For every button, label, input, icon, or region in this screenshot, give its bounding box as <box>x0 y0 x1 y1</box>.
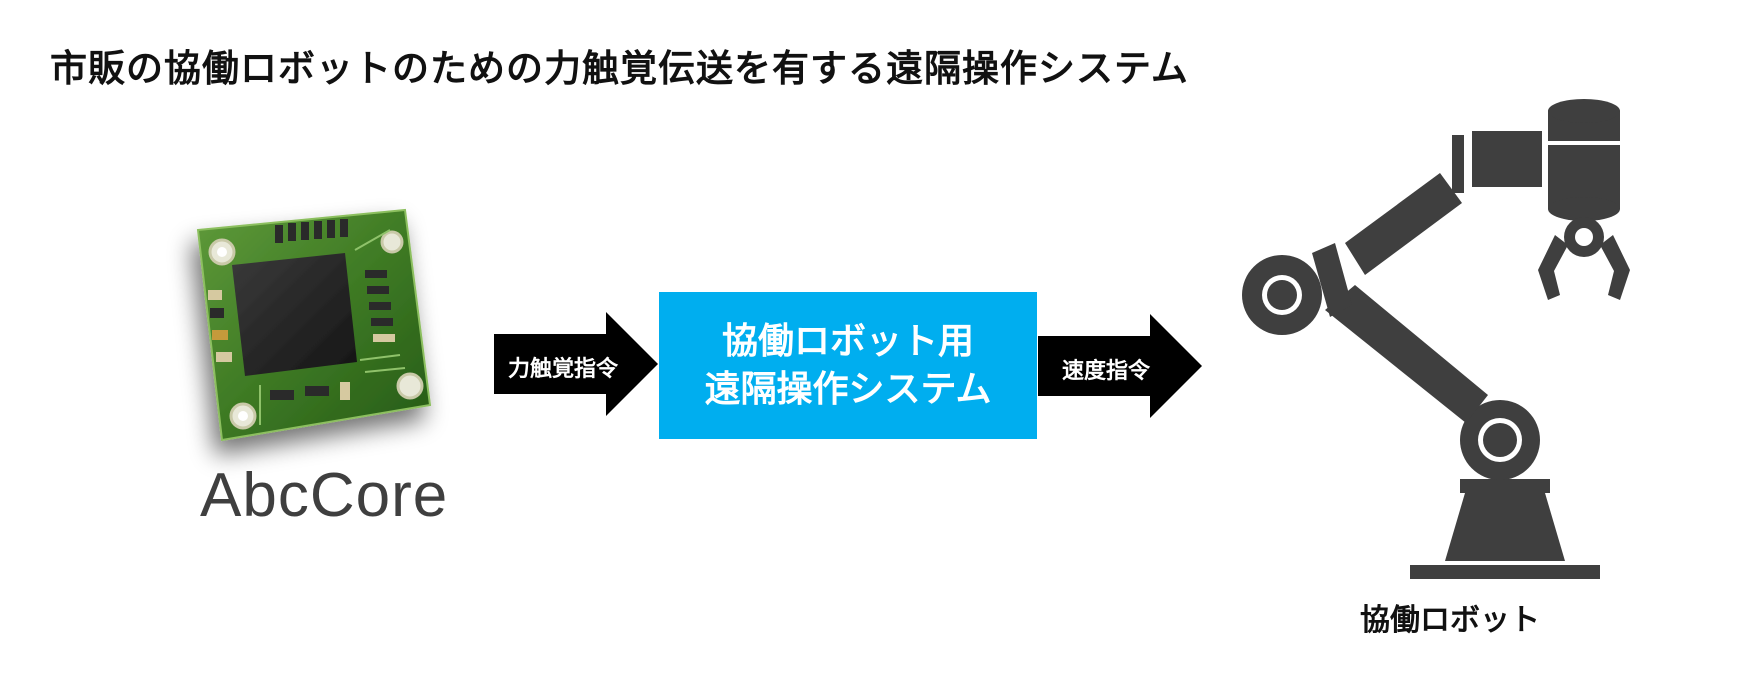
center-box-line1: 協働ロボット用 <box>721 320 974 362</box>
page-title: 市販の協働ロボットのための力触覚伝送を有する遠隔操作システム <box>50 47 1189 90</box>
cobot-label: 協働ロボット <box>1360 603 1540 638</box>
robot-arm-image <box>1230 95 1640 595</box>
robot-arm-icon <box>1242 99 1630 579</box>
abccore-label: AbcCore <box>200 461 449 530</box>
teleoperation-system-box: 協働ロボット用 遠隔操作システム <box>659 292 1037 439</box>
velocity-command-label: 速度指令 <box>1062 359 1151 384</box>
center-box-line2: 遠隔操作システム <box>704 368 992 410</box>
force-command-label: 力触覚指令 <box>508 357 619 382</box>
arrow-right-icon-velocity <box>1038 314 1202 418</box>
arrow-right-icon-force <box>494 312 658 416</box>
abccore-chip-image <box>160 190 460 490</box>
circuit-board-icon <box>196 208 432 442</box>
